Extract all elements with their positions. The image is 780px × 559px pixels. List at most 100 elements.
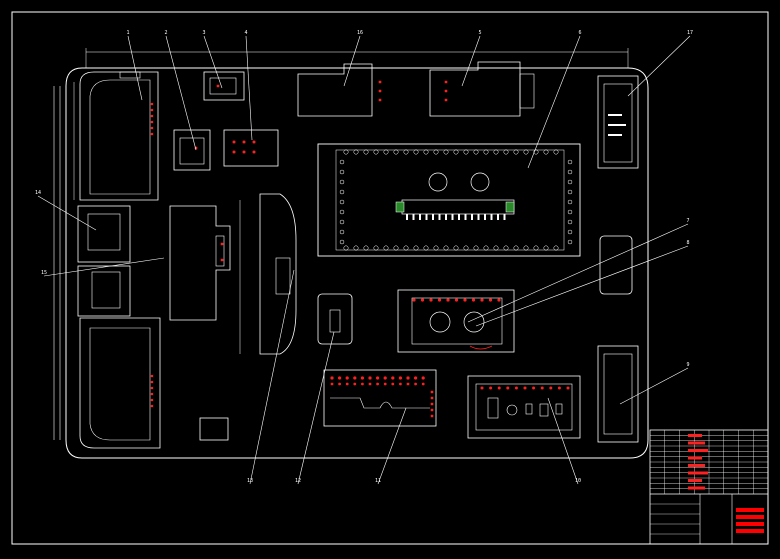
terminal-a-red-dot bbox=[232, 150, 236, 154]
terminal-red-dot bbox=[430, 408, 434, 412]
pcb-pin-right bbox=[567, 169, 573, 175]
connector-pin bbox=[419, 214, 421, 220]
title-red-stamp bbox=[736, 529, 764, 533]
channel-component bbox=[169, 205, 231, 321]
bracket-red-dot bbox=[150, 108, 154, 112]
leader-line bbox=[203, 35, 223, 89]
pcb-pin-top bbox=[483, 149, 489, 155]
terminal-red-dot bbox=[421, 376, 425, 380]
callout-label: 9 bbox=[686, 362, 689, 368]
bracket-red-dot bbox=[150, 120, 154, 124]
pcb-pin-top bbox=[433, 149, 439, 155]
terminal-red-dot bbox=[353, 382, 357, 386]
connector-pin bbox=[432, 214, 434, 220]
small-connector bbox=[317, 293, 353, 345]
left-mid-box-2 bbox=[77, 265, 131, 317]
bottom-terminal-board bbox=[323, 369, 437, 427]
callout-label: 17 bbox=[687, 30, 693, 36]
control-red-dot bbox=[557, 386, 561, 390]
housing-top-1 bbox=[297, 63, 373, 117]
panel-port-right bbox=[463, 311, 485, 333]
housing-top-2 bbox=[429, 61, 521, 117]
control-red-dot bbox=[506, 386, 510, 390]
pcb-pin-top bbox=[393, 149, 399, 155]
connector-pin bbox=[477, 214, 480, 220]
pcb-pin-top bbox=[423, 149, 429, 155]
terminal-a-red-dot bbox=[232, 140, 236, 144]
terminal-red-dot bbox=[376, 382, 379, 386]
pcb-pin-right bbox=[567, 209, 573, 215]
pcb-pin-left bbox=[339, 239, 345, 245]
title-red-stamp bbox=[736, 515, 764, 519]
left-bottom-bracket-inner bbox=[89, 327, 151, 441]
connector-pin bbox=[497, 214, 499, 220]
leader-line bbox=[475, 245, 689, 327]
channel-component-slot bbox=[215, 235, 225, 267]
callout-label: 3 bbox=[202, 30, 205, 36]
panel-red-dot bbox=[420, 298, 425, 302]
panel-red-dot bbox=[488, 298, 493, 302]
panel-red-dot bbox=[497, 298, 501, 302]
pcb-pin-bottom bbox=[443, 245, 449, 251]
callout-label: 2 bbox=[164, 30, 167, 36]
bottom-control-panel-inner bbox=[475, 383, 573, 431]
callout-label: 16 bbox=[357, 30, 363, 36]
connector-pin bbox=[464, 214, 467, 220]
left-mid-box-1-inner bbox=[87, 213, 121, 251]
panel-port-left bbox=[429, 311, 451, 333]
pcb-pin-bottom bbox=[413, 245, 419, 251]
small-red-dot bbox=[216, 84, 220, 88]
callout-label: 7 bbox=[686, 218, 689, 224]
pcb-pin-bottom bbox=[343, 245, 349, 251]
terminal-red-dot bbox=[430, 396, 434, 400]
rail-component-window bbox=[275, 257, 291, 295]
callout-label: 1 bbox=[126, 30, 129, 36]
pcb-pin-top bbox=[503, 149, 509, 155]
control-red-dot bbox=[497, 386, 501, 390]
pcb-pin-top bbox=[493, 149, 499, 155]
pcb-pin-top bbox=[513, 149, 519, 155]
leader-line bbox=[43, 257, 165, 277]
leader-line bbox=[249, 269, 295, 485]
pcb-pin-bottom bbox=[483, 245, 489, 251]
pcb-pin-bottom bbox=[473, 245, 479, 251]
terminal-red-dot bbox=[398, 376, 402, 380]
pcb-pin-bottom bbox=[363, 245, 369, 251]
leader-line bbox=[377, 407, 407, 485]
terminal-red-dot bbox=[406, 382, 410, 386]
red-arc-mark bbox=[469, 345, 493, 350]
bracket-red-dot bbox=[150, 392, 154, 396]
pcb-pin-top bbox=[363, 149, 369, 155]
sheet-border bbox=[11, 11, 769, 545]
pcb-pin-left bbox=[339, 219, 345, 225]
pcb-pin-left bbox=[339, 209, 345, 215]
left-mid-box-1 bbox=[77, 205, 131, 263]
panel-red-dot bbox=[463, 298, 467, 302]
pcb-pin-bottom bbox=[453, 245, 459, 251]
leader-line bbox=[467, 223, 689, 323]
title-red-entry bbox=[688, 471, 708, 475]
pcb-pin-top bbox=[343, 149, 349, 155]
callout-label: 13 bbox=[247, 478, 253, 484]
panel-red-dot bbox=[454, 298, 459, 302]
right-module-red-mark bbox=[608, 134, 622, 136]
pcb-pin-top bbox=[523, 149, 529, 155]
connector-pin bbox=[484, 214, 486, 220]
bracket-red-dot bbox=[150, 132, 154, 136]
pcb-pin-right bbox=[567, 159, 573, 165]
bottom-control-panel bbox=[467, 375, 581, 439]
pcb-pin-top bbox=[553, 149, 559, 155]
terminal-red-dot bbox=[376, 376, 380, 380]
pcb-pin-left bbox=[339, 169, 345, 175]
top-small-component-inner bbox=[209, 77, 237, 95]
bracket-red-dot bbox=[150, 114, 154, 118]
panel-red-dot bbox=[412, 298, 416, 302]
title-red-entry bbox=[688, 479, 702, 482]
pcb-pin-top bbox=[383, 149, 389, 155]
pcb-pin-bottom bbox=[403, 245, 409, 251]
small-relay-1-inner bbox=[179, 137, 205, 165]
pcb-pin-left bbox=[339, 189, 345, 195]
terminal-red-dot bbox=[338, 376, 342, 380]
